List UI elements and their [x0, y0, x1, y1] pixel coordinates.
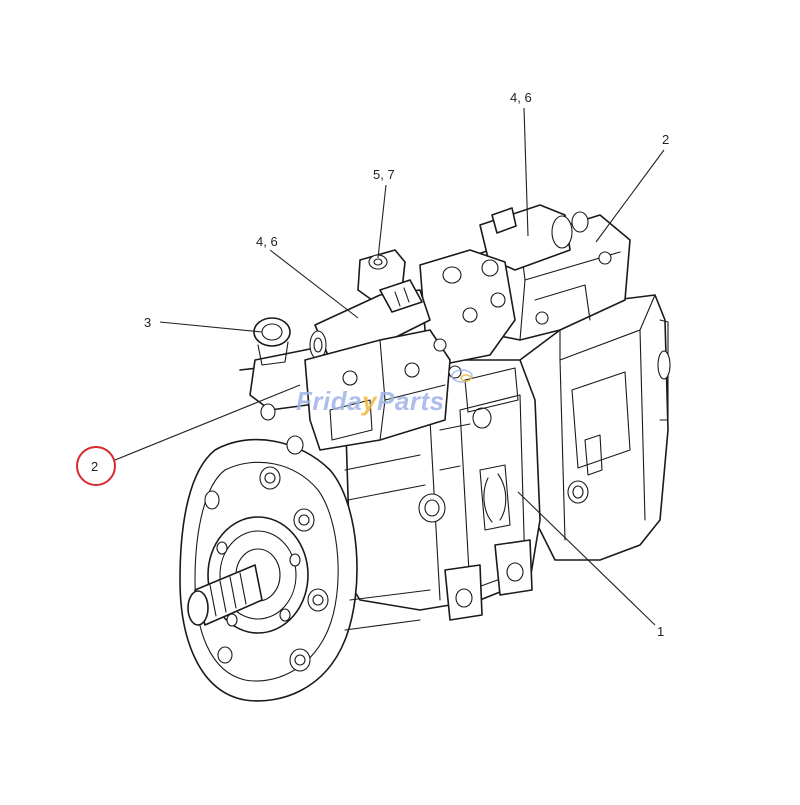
callout-label-4-6-front: 4, 6: [256, 234, 278, 249]
callout-label-2-top: 2: [662, 132, 669, 147]
watermark-part-3: Parts: [377, 386, 445, 416]
leader-4-6-front: [269, 249, 359, 319]
watermark-ring-icon-accent: [460, 374, 472, 382]
leader-3: [159, 321, 263, 333]
watermark-a-glyph: a: [347, 386, 362, 416]
watermark-part-1: Frid: [296, 386, 348, 416]
callout-label-5-7: 5, 7: [373, 167, 395, 182]
regulator-assembly: [253, 204, 631, 451]
callout-label-2-left: 2: [91, 459, 98, 474]
watermark-ring-icon: [451, 369, 473, 383]
leader-2-left: [114, 384, 301, 461]
watermark-logo: FridayParts: [296, 369, 473, 416]
leader-2-top: [595, 149, 665, 243]
callout-label-3: 3: [144, 315, 151, 330]
callout-label-1: 1: [657, 624, 664, 639]
leader-1: [517, 491, 656, 626]
leader-4-6-rear: [523, 107, 529, 237]
leader-5-7: [377, 184, 387, 259]
callout-label-4-6-rear: 4, 6: [510, 90, 532, 105]
watermark-part-2: y: [360, 386, 378, 416]
highlight-circle: [76, 446, 116, 486]
leader-lines: [114, 107, 665, 626]
svg-text:FridayParts: FridayParts: [296, 386, 445, 416]
